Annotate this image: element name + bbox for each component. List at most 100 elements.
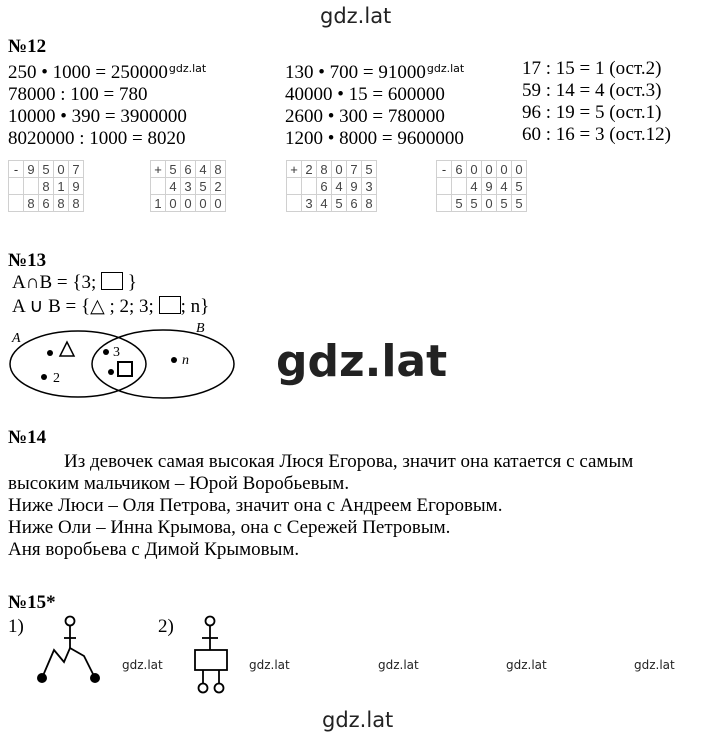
digit: 7 [346, 160, 362, 178]
digit: 0 [511, 160, 527, 178]
figure-1-drawing [37, 615, 100, 683]
digit: 1 [150, 194, 166, 212]
element-n-label: n [182, 353, 189, 368]
digit: 7 [68, 160, 84, 178]
equation: 10000 • 390 = 3900000 [8, 106, 187, 127]
watermark-inline: gdz.lat [168, 62, 207, 75]
digit: 3 [180, 177, 196, 195]
digit: 6 [316, 177, 332, 195]
digit [301, 177, 317, 195]
task12-column-1: 250 • 1000 = 250000gdz.lat 78000 : 100 =… [8, 58, 206, 150]
digit: 4 [165, 177, 181, 195]
empty-square-icon [100, 272, 123, 290]
digit: 2 [210, 177, 226, 195]
set-a-ellipse [9, 330, 147, 398]
digit [451, 177, 467, 195]
digit: 6 [346, 194, 362, 212]
digit: 3 [361, 177, 377, 195]
triangle-icon: △ [90, 296, 105, 317]
operator-sign: - [436, 160, 452, 178]
digit: 0 [195, 194, 211, 212]
element-dot [103, 349, 109, 355]
task12-column-3: 17 : 15 = 1 (ост.2) 59 : 14 = 4 (ост.3) … [522, 58, 671, 146]
digit: 0 [481, 160, 497, 178]
element-3-label: 3 [113, 345, 120, 360]
set-a-label: A [11, 331, 21, 346]
digit: 9 [346, 177, 362, 195]
equation: 60 : 16 = 3 (ост.12) [522, 124, 671, 145]
digit: 9 [23, 160, 39, 178]
watermark-inline: gdz.lat [426, 62, 465, 75]
figure-2-label: 2) [158, 616, 174, 637]
element-dot [108, 369, 114, 375]
digit: 9 [68, 177, 84, 195]
digit: 6 [180, 160, 196, 178]
paragraph-line: Аня воробьева с Димой Крымовым. [8, 539, 300, 560]
watermark-bottom: gdz.lat [322, 708, 394, 732]
set-text: ; n} [180, 296, 210, 317]
digit: 4 [195, 160, 211, 178]
digit: 5 [361, 160, 377, 178]
task12-column-2: 130 • 700 = 91000gdz.lat 40000 • 15 = 60… [285, 58, 464, 150]
digit: 6 [38, 194, 54, 212]
digit: 0 [466, 160, 482, 178]
element-dot [41, 374, 47, 380]
digit: 4 [316, 194, 332, 212]
digit: 2 [301, 160, 317, 178]
digit [23, 177, 39, 195]
digit: 0 [165, 194, 181, 212]
digit: 8 [316, 160, 332, 178]
digit: 9 [481, 177, 497, 195]
figure-2-drawing [194, 615, 228, 694]
digit: 3 [301, 194, 317, 212]
paragraph-line: Ниже Оли – Инна Крымова, она с Сережей П… [8, 517, 451, 538]
digit: 1 [53, 177, 69, 195]
digit: 6 [451, 160, 467, 178]
digit: 5 [165, 160, 181, 178]
paragraph-line: Из девочек самая высокая Люся Егорова, з… [64, 451, 634, 472]
digit: 8 [68, 194, 84, 212]
union-line: A ∪ B = {△ ; 2; 3; ; n} [12, 296, 209, 318]
equation: 59 : 14 = 4 (ост.3) [522, 80, 662, 101]
set-text: ; 2; 3; [104, 296, 159, 317]
watermark-row: gdz.lat [634, 658, 675, 672]
operator-sign: + [150, 160, 166, 178]
set-text: } [122, 272, 137, 293]
digit: 8 [53, 194, 69, 212]
digit: 0 [331, 160, 347, 178]
paragraph-line: высоким мальчиком – Юрой Воробьевым. [8, 473, 350, 494]
watermark-top: gdz.lat [320, 4, 392, 28]
digit: 0 [53, 160, 69, 178]
digit: 0 [210, 194, 226, 212]
digit: 0 [496, 160, 512, 178]
digit: 5 [38, 160, 54, 178]
equation: 96 : 19 = 5 (ост.1) [522, 102, 662, 123]
empty-square-icon [158, 296, 181, 314]
digit: 8 [361, 194, 377, 212]
task14-heading: №14 [8, 427, 47, 448]
set-b-ellipse [91, 329, 235, 399]
digit: 4 [466, 177, 482, 195]
set-text: A∩B = {3; [12, 272, 101, 293]
watermark-row: gdz.lat [249, 658, 290, 672]
venn-diagram: A B 2 3 n [9, 321, 235, 399]
operator-sign: + [286, 160, 302, 178]
set-text: A ∪ B = { [12, 296, 91, 317]
set-b-label: B [196, 321, 205, 336]
equation: 17 : 15 = 1 (ост.2) [522, 58, 662, 79]
watermark-large: gdz.lat [276, 336, 448, 387]
task15-heading: №15* [8, 592, 56, 613]
digit: 5 [466, 194, 482, 212]
digit: 8 [23, 194, 39, 212]
element-2-label: 2 [53, 371, 60, 386]
equation: 1200 • 8000 = 9600000 [285, 128, 464, 149]
equation: 130 • 700 = 91000 [285, 62, 426, 83]
digit: 0 [180, 194, 196, 212]
triangle-icon [58, 340, 76, 357]
digit: 5 [451, 194, 467, 212]
task12-heading: №12 [8, 36, 47, 57]
